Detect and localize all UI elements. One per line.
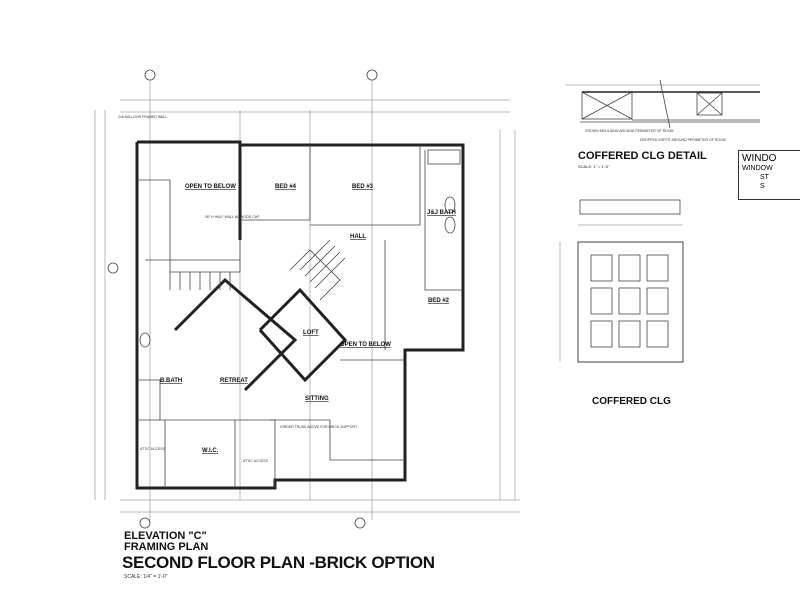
window-schedule-box: WINDO WINDOW ST S [738,150,800,200]
bathtub [427,149,461,165]
exterior-walls [135,140,465,490]
window-subtitle: WINDOW [742,165,773,172]
sink [139,332,151,348]
sink [444,196,456,214]
window-text: S [760,183,765,190]
note: ATTIC ACCESS [140,447,166,451]
drawing-scale: SCALE: 1/4" = 1'-0" [124,574,168,580]
room-label: OPEN TO BELOW [340,342,391,348]
stairs [179,239,346,290]
room-label: SITTING [305,396,329,402]
note: 2x6 BALLOON FRAMED WALL [118,115,167,119]
coffered-ceiling-title: COFFERED CLG [592,396,671,407]
room-label: RETREAT [220,378,248,384]
section-marker [139,517,151,529]
room-label: OPEN TO BELOW [185,184,236,190]
note: 36" H HALF WALL W/ WOOD CAP [205,215,260,219]
coffered-ceiling-plan [559,199,684,363]
window-text: ST [760,174,769,181]
coffered-detail-scale: SCALE: 1" = 1'-0" [578,164,610,169]
note: DROPPED SOFFIT AROUND PERIMETER OF ROOM [640,138,726,142]
room-label: BED #4 [275,184,297,190]
elevation-label: ELEVATION "C" [124,530,207,542]
drawing-title: SECOND FLOOR PLAN -BRICK OPTION [122,553,435,572]
note: CROWN MOULDING AROUND PERIMETER OF ROOM [585,129,674,133]
room-label: HALL [350,234,366,240]
room-label: LOFT [303,330,319,336]
room-label: B.BATH [160,378,182,384]
section-marker [107,262,119,274]
note: GIRDER TRUSS ABOVE FOR BRICK SUPPORT [280,425,358,429]
room-label: J&J BATH [427,210,456,216]
section-marker [354,517,366,529]
plan-type-label: FRAMING PLAN [124,541,209,553]
note: ATTIC ACCESS [243,459,269,463]
section-marker [144,69,156,81]
room-label: BED #3 [352,184,374,190]
coffered-detail-title: COFFERED CLG DETAIL [578,150,707,162]
interior-walls [137,145,463,488]
window-title: WINDO [742,153,777,164]
room-label: W.I.C. [202,448,219,454]
section-marker [366,69,378,81]
sink [444,216,456,234]
coffered-detail [565,79,760,129]
room-label: BED #2 [428,298,450,304]
